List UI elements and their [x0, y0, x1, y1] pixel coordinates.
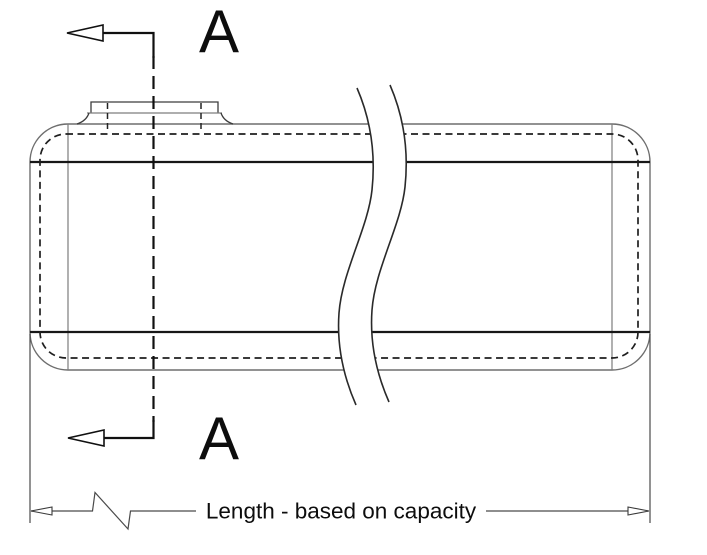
section-label-top: A: [199, 0, 239, 65]
section-label-bottom: A: [199, 405, 239, 472]
break-line-right: [370, 84, 408, 403]
break-mask-band: [338, 85, 407, 405]
flange-fillet-left: [76, 112, 90, 125]
flange-fillet-right: [220, 112, 234, 125]
break-line-left: [337, 87, 375, 406]
break-lines: [337, 84, 408, 406]
section-arrow-shaft-bottom: [101, 420, 155, 440]
dimension-label: Length - based on capacity: [206, 499, 477, 524]
section-cutting-plane: A A: [66, 0, 239, 472]
section-arrowhead-bottom: [67, 429, 105, 447]
tank-hidden-inner-line: [39, 133, 639, 359]
section-arrow-shaft-top: [100, 31, 155, 58]
length-dimension: Length - based on capacity: [29, 334, 651, 531]
dimension-arrowhead-right: [627, 506, 650, 516]
dimension-line-left-segment: [31, 491, 196, 531]
section-arrowhead-top: [66, 24, 104, 42]
filler-flange: [76, 101, 234, 133]
dimension-arrowhead-left: [30, 506, 53, 516]
